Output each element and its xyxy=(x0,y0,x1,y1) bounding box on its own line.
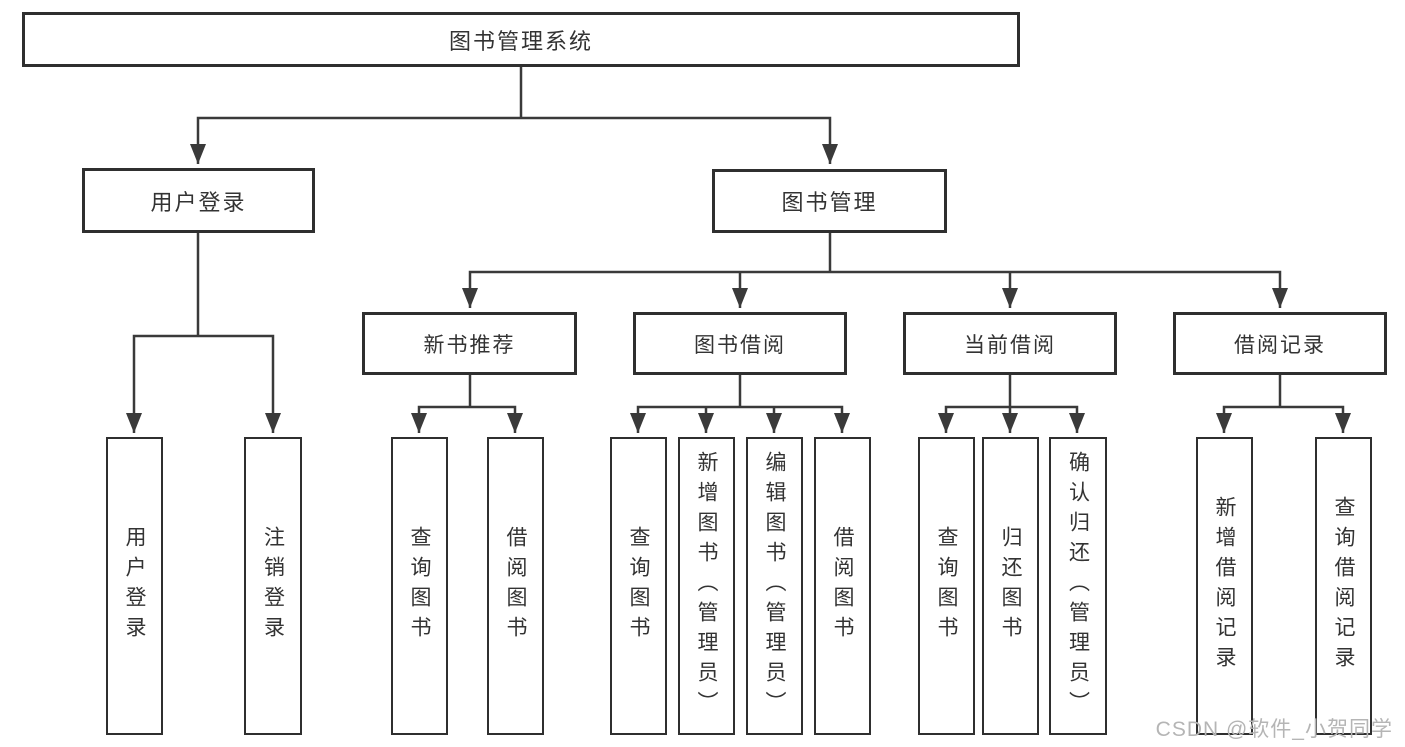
node-book-borrow: 图书借阅 xyxy=(633,312,847,375)
node-current-borrow-label: 当前借阅 xyxy=(964,333,1056,357)
leaf-query-borrow-record: 查询借阅记录 xyxy=(1315,437,1372,735)
leaf-borrow-books: 借阅图书 xyxy=(814,437,871,735)
leaf-logout-label: 注销登录 xyxy=(261,526,285,646)
leaf-confirm-return-admin: 确认归还（管理员） xyxy=(1049,437,1107,735)
connector-line xyxy=(126,334,281,433)
connector-group xyxy=(126,67,1351,433)
leaf-query-books-current-label: 查询图书 xyxy=(935,526,958,646)
leaf-return-books: 归还图书 xyxy=(982,437,1039,735)
leaf-edit-books-admin: 编辑图书（管理员） xyxy=(746,437,803,735)
leaf-query-books-borrow-label: 查询图书 xyxy=(627,526,650,646)
leaf-query-borrow-record-label: 查询借阅记录 xyxy=(1332,496,1355,676)
leaf-borrow-books-recommend-label: 借阅图书 xyxy=(504,526,527,646)
leaf-user-login-label: 用户登录 xyxy=(123,526,146,646)
leaf-query-books-recommend: 查询图书 xyxy=(391,437,448,735)
leaf-borrow-books-label: 借阅图书 xyxy=(831,526,854,646)
leaf-borrow-books-recommend: 借阅图书 xyxy=(487,437,544,735)
connector-line xyxy=(190,116,838,164)
leaf-add-books-admin-label: 新增图书（管理员） xyxy=(695,451,718,721)
node-borrow-records-label: 借阅记录 xyxy=(1234,333,1326,357)
leaf-return-books-label: 归还图书 xyxy=(999,526,1022,646)
leaf-confirm-return-admin-label: 确认归还（管理员） xyxy=(1066,451,1090,721)
connector-line xyxy=(938,405,1085,433)
csdn-watermark: CSDN @软件_小贺同学 xyxy=(1155,718,1393,741)
leaf-logout: 注销登录 xyxy=(244,437,302,735)
leaf-add-borrow-record-label: 新增借阅记录 xyxy=(1213,496,1236,676)
connector-line xyxy=(411,405,523,433)
node-book-management: 图书管理 xyxy=(712,169,947,233)
node-root: 图书管理系统 xyxy=(22,12,1020,67)
node-root-label: 图书管理系统 xyxy=(448,28,593,54)
leaf-query-books-current: 查询图书 xyxy=(918,437,975,735)
node-user-login-label: 用户登录 xyxy=(150,189,247,215)
leaf-query-books-borrow: 查询图书 xyxy=(610,437,667,735)
node-borrow-records: 借阅记录 xyxy=(1173,312,1387,375)
node-book-management-label: 图书管理 xyxy=(781,190,878,215)
leaf-add-borrow-record: 新增借阅记录 xyxy=(1196,437,1253,735)
node-current-borrow: 当前借阅 xyxy=(903,312,1117,375)
connector-line xyxy=(462,270,1288,308)
connector-line xyxy=(1216,405,1351,433)
node-book-borrow-label: 图书借阅 xyxy=(694,333,786,357)
leaf-edit-books-admin-label: 编辑图书（管理员） xyxy=(763,451,786,721)
connector-line xyxy=(630,405,850,433)
node-new-book-recommend-label: 新书推荐 xyxy=(423,333,516,357)
node-user-login: 用户登录 xyxy=(82,168,315,233)
leaf-query-books-recommend-label: 查询图书 xyxy=(408,526,431,646)
leaf-user-login: 用户登录 xyxy=(106,437,163,735)
node-new-book-recommend: 新书推荐 xyxy=(362,312,577,375)
leaf-add-books-admin: 新增图书（管理员） xyxy=(678,437,735,735)
